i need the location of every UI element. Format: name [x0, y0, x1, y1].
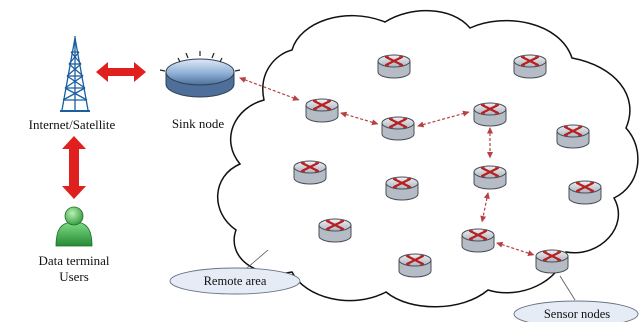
radio-tower-icon	[60, 36, 90, 112]
sink-node-icon	[159, 51, 241, 98]
sensor-link	[496, 241, 535, 257]
sensor-router-icon	[472, 164, 508, 191]
internet-satellite-label: Internet/Satellite	[29, 117, 116, 132]
user-icon	[55, 206, 93, 247]
sensor-router-icon	[534, 248, 570, 275]
remote-area-callout	[169, 267, 301, 295]
sensor-router-icon	[384, 175, 420, 202]
sensor-router-icon	[512, 53, 548, 80]
sensor-nodes-callout	[513, 300, 639, 322]
remote-area-label: Remote area	[204, 274, 267, 288]
sink-node-label: Sink node	[172, 116, 225, 131]
tower-sink-link-arrow	[96, 62, 146, 82]
data-terminal-users-label-line1: Data terminal	[38, 253, 109, 268]
sensor-router-icon	[460, 227, 496, 254]
sensor-router-icon	[380, 115, 416, 142]
sensor-links	[239, 77, 535, 257]
data-terminal-users-label-line2: Users	[59, 269, 89, 284]
sensor-router-icon	[376, 53, 412, 80]
sensor-nodes-label: Sensor nodes	[544, 307, 610, 321]
sensor-link	[340, 111, 379, 126]
sensor-router-icon	[397, 252, 433, 279]
sensor-link	[417, 110, 470, 128]
sensor-router-icon	[317, 217, 353, 244]
sensor-router-icon	[472, 101, 508, 128]
sensor-router-icon	[292, 159, 328, 186]
sensor-nodes-leader	[559, 275, 576, 301]
sensor-router-icon	[555, 123, 591, 150]
sensor-router-icon	[304, 97, 340, 124]
sink-to-sensor-link	[239, 77, 300, 101]
sensor-router-icon	[567, 179, 603, 206]
tower-users-link-arrow	[62, 136, 86, 199]
